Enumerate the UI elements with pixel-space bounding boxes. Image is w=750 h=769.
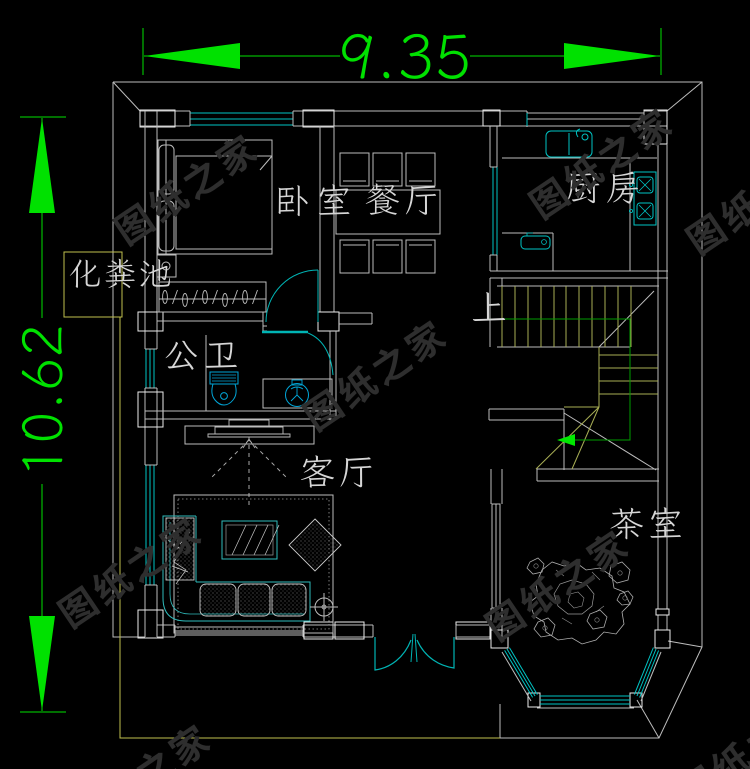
label-septic-tank [69,258,170,288]
watermark-1 [111,134,258,248]
septic-tank-box [63,251,123,318]
kitchen-sliding-door [490,166,498,256]
septic-pipe-line [119,317,500,739]
label-dining [365,183,437,215]
toilet [209,371,239,406]
tv-viewing-lines [210,437,288,505]
kitchen-stove [629,171,657,226]
walls [137,109,671,708]
wardrobe [158,281,267,313]
labels-layer [21,33,750,769]
kitchen-prep-sink [520,232,551,250]
label-bedroom [278,184,350,217]
dim-width-value [342,33,468,79]
tv-cabinet [184,419,315,445]
watermark-3 [526,108,673,222]
dimension-height [20,116,66,713]
label-stair-up [472,292,506,322]
watermark-8 [136,724,211,769]
kitchen-sink [545,128,593,158]
dim-height-value [21,327,63,471]
floor-lamp [310,593,338,621]
living-window-bottom [174,625,304,637]
watermark-5 [482,530,629,644]
coffee-table [221,520,280,560]
tearoom-bay-window [501,647,662,709]
bedroom-window [189,111,294,126]
label-living [300,455,372,488]
label-bathroom [165,340,237,370]
bathroom-window [145,348,157,389]
washbasin [262,378,333,409]
watermark-6 [674,724,750,769]
eave-outline [112,81,703,739]
entrance-door [374,633,455,671]
stair-direction-arrow [489,318,631,446]
bedroom-door [265,269,319,323]
watermark-2 [300,320,447,434]
watermark-4 [55,517,202,631]
side-table-diamond [288,518,342,572]
bathroom-door [262,330,334,376]
label-tearoom [610,507,681,540]
dimension-width [142,28,662,75]
